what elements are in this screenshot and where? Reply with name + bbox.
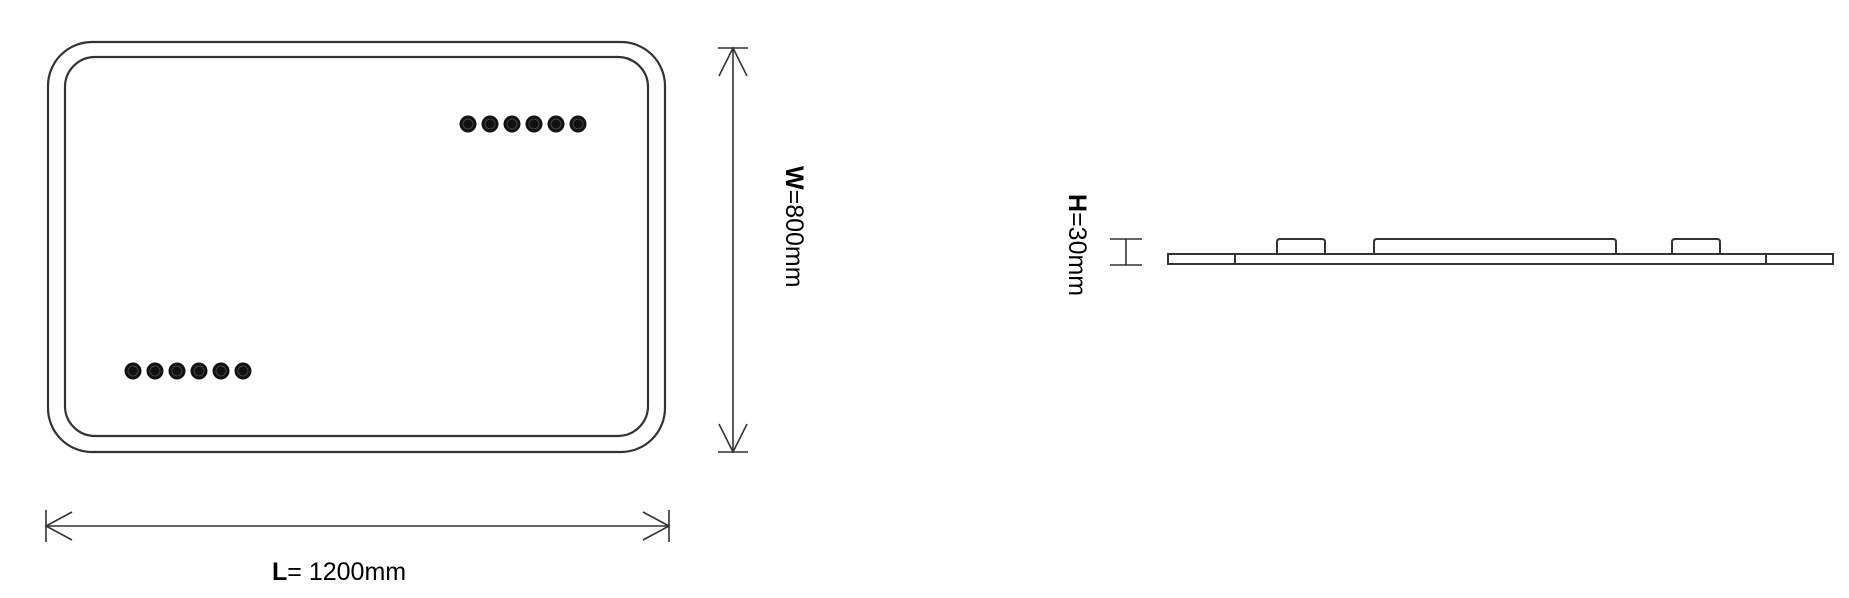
led-dot-ring [462,118,474,130]
length-value: 1200mm [309,558,406,586]
panel-inner-outline [63,55,650,438]
led-dot-ring [171,365,183,377]
led-dot [124,362,142,380]
led-cluster-bottom-left [124,362,252,380]
height-separator: = [1063,212,1091,227]
led-dot [212,362,230,380]
width-arrow-top [718,46,748,77]
length-separator: = [287,558,309,586]
led-dot [481,115,499,133]
led-dot-ring [127,365,139,377]
width-value: 800mm [780,204,808,287]
led-dot-ring [506,118,518,130]
height-symbol: H [1063,194,1091,212]
led-dot-ring [215,365,227,377]
width-symbol: W [780,166,808,190]
led-dot-ring [193,365,205,377]
led-dot-ring [572,118,584,130]
width-dimension-line [718,46,748,454]
led-dot-ring [550,118,562,130]
led-dot-ring [528,118,540,130]
led-dot [525,115,543,133]
led-dot-ring [237,365,249,377]
side-panel-body [1167,253,1834,265]
panel-outer-outline [46,40,667,454]
width-separator: = [780,190,808,205]
led-dot-ring [484,118,496,130]
led-dot [146,362,164,380]
height-label: H=30mm [1063,194,1091,296]
led-dot [168,362,186,380]
width-arrow-bottom [718,423,748,454]
led-cluster-top-right [459,115,587,133]
length-arrow-right [642,511,671,541]
led-dot [569,115,587,133]
side-driver-box [1373,238,1617,254]
led-dot [459,115,477,133]
side-view [1167,238,1834,265]
height-dimension-line [1110,238,1142,266]
side-mount-left [1276,238,1326,254]
length-label: L= 1200mm [272,558,406,586]
led-dot [547,115,565,133]
led-dot [190,362,208,380]
height-value: 30mm [1063,227,1091,296]
length-arrow-left [44,511,73,541]
length-dimension-line [44,510,671,542]
top-view [46,40,667,454]
led-dot-ring [149,365,161,377]
side-mount-right [1671,238,1721,254]
width-label: W=800mm [780,166,808,288]
led-dot [234,362,252,380]
length-symbol: L [272,558,287,586]
led-dot [503,115,521,133]
